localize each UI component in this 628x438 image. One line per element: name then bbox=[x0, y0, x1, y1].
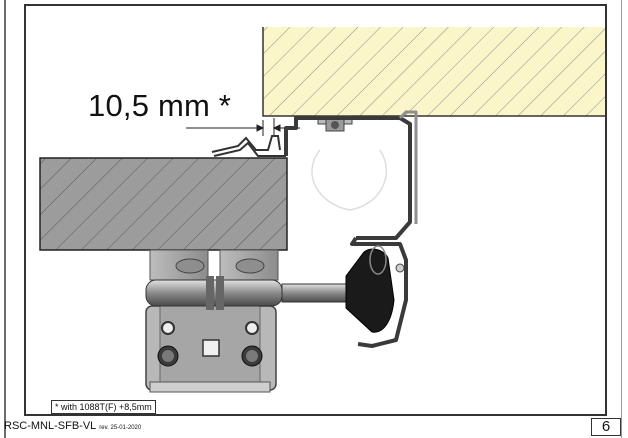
document-code-text: RSC-MNL-SFB-VL bbox=[4, 420, 97, 432]
footnote: * with 1088T(F) +8,5mm bbox=[51, 400, 156, 414]
dimension-label: 10,5 mm * bbox=[88, 88, 232, 123]
plate-fasteners bbox=[157, 321, 263, 367]
board-clip bbox=[211, 135, 286, 157]
hinge-rod bbox=[145, 276, 347, 310]
rubber-roller bbox=[345, 245, 405, 333]
right-margin-rule bbox=[621, 0, 622, 438]
ceiling-section bbox=[262, 27, 605, 117]
revision-text: rev. 25-01-2020 bbox=[99, 425, 142, 431]
left-margin-rule bbox=[4, 0, 6, 438]
board-section bbox=[39, 157, 288, 251]
page-number: 6 bbox=[591, 418, 621, 436]
hinge-plates bbox=[145, 249, 279, 393]
guide-curve bbox=[311, 149, 387, 211]
drawing-frame bbox=[24, 4, 607, 416]
steel-profile bbox=[284, 110, 418, 348]
